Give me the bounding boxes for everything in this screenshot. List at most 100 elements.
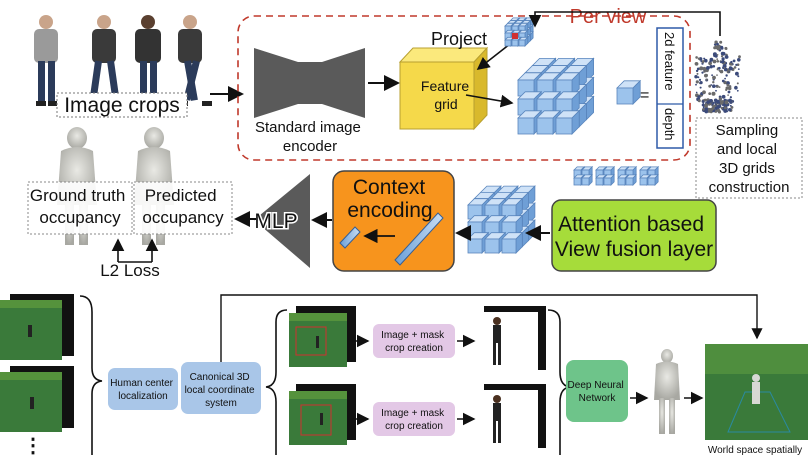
point-cloud-dot (712, 84, 716, 88)
point-cloud-dot (727, 94, 729, 96)
point-cloud-dot (704, 109, 709, 114)
point-cloud-dot (717, 66, 721, 70)
feature-grid-label-line-1: Feature (421, 78, 469, 94)
point-cloud-dot (708, 84, 712, 88)
point-cloud-dot (725, 47, 728, 51)
sampling-label-line-3: 3D grids (719, 160, 775, 177)
point-cloud-dot (711, 74, 713, 77)
attention-label-line-2: View fusion layer (555, 238, 713, 261)
frames-ellipsis: ⋮ (23, 435, 43, 455)
mlp-block (254, 174, 310, 268)
canonical-line-1: Canonical 3D (190, 372, 250, 383)
point-cloud-dot (695, 91, 698, 94)
point-cloud-dot (712, 75, 716, 80)
point-cloud-dot (697, 95, 700, 98)
point-cloud-dot (696, 72, 699, 75)
reconstructed-mesh-figure (654, 349, 680, 434)
dnn-line-2: Network (579, 393, 617, 404)
canonical-box (181, 362, 261, 414)
point-cloud-dot (717, 44, 721, 49)
person-photo-4 (178, 15, 212, 106)
image-crops-label-box (56, 92, 188, 118)
point-cloud-dot (701, 60, 705, 63)
point-cloud-dot (712, 59, 717, 64)
point-cloud-dot (695, 80, 699, 84)
point-cloud-dot (701, 103, 705, 107)
projected-voxel-highlight (512, 33, 518, 39)
input-frames (0, 294, 74, 432)
point-cloud-dot (695, 56, 698, 59)
ground-truth-line-1: Ground truth (30, 186, 125, 205)
feature-dim-2d: 2d feature (662, 32, 677, 91)
crops-brace (547, 309, 571, 455)
point-cloud-dot (718, 86, 721, 88)
point-cloud-dot (725, 86, 729, 90)
l2-loss-label: L2 Loss (100, 261, 160, 280)
point-cloud-dot (718, 97, 723, 101)
ground-truth-line-2: occupancy (39, 208, 121, 227)
point-cloud-dot (725, 74, 728, 77)
point-cloud-dot (697, 76, 700, 79)
point-cloud-dot (699, 86, 702, 89)
point-cloud-dot (728, 85, 732, 88)
image-crops-label: Image crops (64, 94, 180, 117)
crop-creation-box-1 (373, 324, 455, 358)
point-cloud-dot (728, 99, 733, 103)
point-cloud-dot (732, 59, 736, 63)
point-cloud-dot (701, 71, 704, 74)
point-cloud-dot (724, 77, 726, 80)
project-voxel-voxel (518, 36, 529, 47)
point-cloud-dot (737, 75, 740, 78)
point-cloud-dot (709, 60, 712, 63)
point-cloud-dot (721, 94, 726, 99)
view-grid-voxel (581, 173, 594, 186)
point-cloud-dot (718, 109, 721, 112)
point-cloud-dot (728, 108, 732, 112)
person-photo-2 (89, 15, 120, 106)
point-cloud-dot (721, 79, 725, 83)
point-cloud-dot (712, 65, 716, 68)
predicted-line-1: Predicted (145, 186, 217, 205)
dnn-label: Deep Neural Network (568, 380, 627, 404)
point-cloud-dot (703, 57, 706, 60)
predicted-box (133, 181, 233, 235)
point-cloud-dot (724, 100, 729, 105)
point-cloud-dot (727, 90, 731, 94)
point-cloud-dot (705, 78, 708, 81)
point-cloud-dot (716, 58, 719, 60)
encoder-label: Standard image encoder (255, 119, 365, 155)
point-cloud-dot (736, 89, 739, 92)
context-short-bar (339, 226, 361, 249)
sampling-label-line-2: and local (717, 141, 777, 158)
equals-sign: = (640, 87, 649, 104)
dnn-line-1: Deep Neural (568, 380, 624, 391)
point-cloud-dot (724, 55, 729, 59)
point-cloud-dot (733, 66, 737, 69)
point-cloud-dot (716, 47, 720, 51)
per-view-label: Per view (570, 6, 647, 28)
single-voxel (616, 79, 642, 105)
point-cloud-dot (702, 66, 707, 71)
sampling-label-line-4: construction (709, 179, 790, 196)
canonical-label: Canonical 3D local coordinate system (185, 372, 258, 409)
view-grid-voxel (625, 173, 638, 186)
crop-creation-label-2: Image + mask crop creation (381, 408, 447, 432)
canonical-line-2: local coordinate (185, 385, 255, 396)
point-cloud-dot (738, 55, 741, 59)
point-cloud-dot (736, 63, 740, 66)
point-cloud-dot (716, 42, 719, 46)
point-cloud-dot (720, 55, 724, 58)
point-cloud-dot (720, 45, 724, 49)
crop-label-1-line-2: crop creation (385, 343, 443, 354)
point-cloud-dot (735, 71, 739, 76)
point-cloud-dot (699, 81, 703, 85)
point-cloud-dot (712, 81, 715, 84)
point-cloud-dot (721, 51, 726, 56)
human-center-label: Human center localization (110, 378, 176, 402)
point-cloud-dot (730, 60, 733, 64)
point-cloud-dot (717, 110, 722, 114)
point-cloud-dot (720, 106, 724, 110)
context-encoding-box (332, 170, 455, 272)
sampling-label-line-1: Sampling (716, 122, 779, 139)
views-brace (265, 309, 288, 455)
